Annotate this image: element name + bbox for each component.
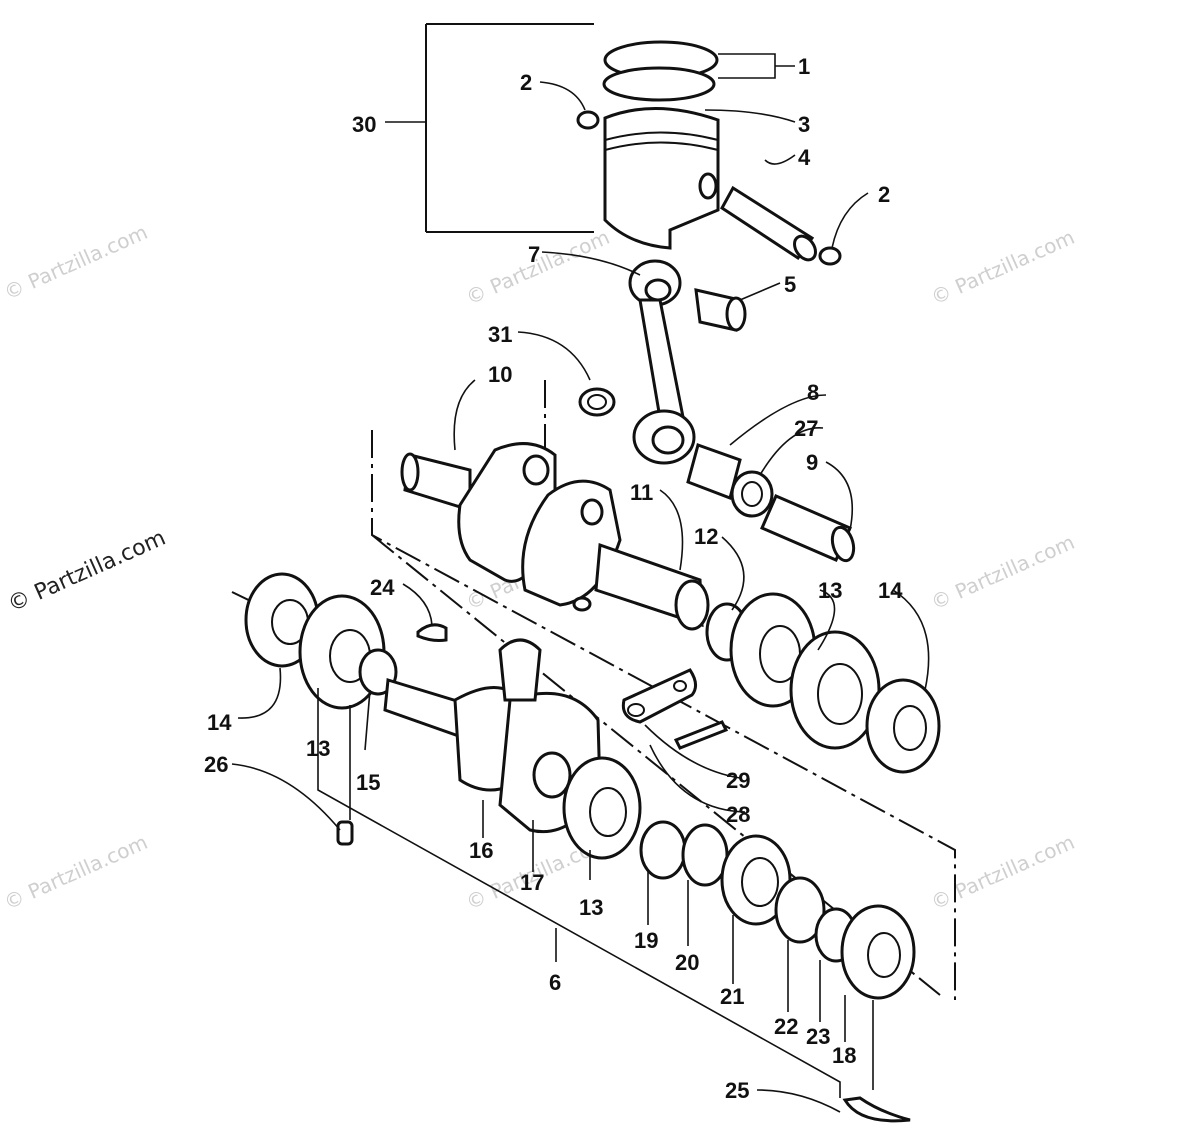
piston-assembly [425, 23, 842, 266]
left-bearing-set [244, 572, 398, 846]
callout-14: 14 [878, 578, 903, 603]
callout-7: 7 [528, 242, 540, 267]
watermark: © Partzilla.com [927, 530, 1078, 615]
callout-22: 22 [774, 1014, 798, 1039]
ball-bearing [562, 756, 642, 860]
callout-2: 2 [520, 70, 532, 95]
callout-30: 30 [352, 112, 376, 137]
screw [673, 720, 729, 750]
callout-24: 24 [370, 575, 395, 600]
circlip [576, 110, 600, 130]
callout-20: 20 [675, 950, 699, 975]
callout-11: 11 [630, 480, 653, 505]
ball-bearing [840, 904, 916, 1000]
spacer-ring [639, 820, 687, 880]
watermark: © Partzilla.com [927, 830, 1078, 915]
piston-pin [720, 185, 815, 261]
callout-23: 23 [806, 1024, 830, 1049]
callout-31: 31 [488, 322, 512, 347]
callout-14: 14 [207, 710, 232, 735]
callout-15: 15 [356, 770, 380, 795]
callouts: 1 2 2 3 4 5 6 7 8 9 10 11 12 13 13 13 14… [204, 54, 903, 1103]
callout-26: 26 [204, 752, 228, 777]
callout-16: 16 [469, 838, 493, 863]
callout-13: 13 [818, 578, 842, 603]
seal-ring [681, 823, 729, 887]
callout-9: 9 [806, 450, 818, 475]
callout-13: 13 [579, 895, 603, 920]
connecting-rod [628, 259, 747, 465]
callout-6: 6 [549, 970, 561, 995]
callout-29: 29 [726, 768, 750, 793]
callout-17: 17 [520, 870, 544, 895]
callout-4: 4 [798, 145, 811, 170]
callout-5: 5 [784, 272, 796, 297]
watermark: © Partzilla.com [0, 830, 151, 915]
thrust-washer [578, 387, 616, 417]
circlip [818, 246, 842, 266]
callout-13: 13 [306, 736, 330, 761]
callout-2: 2 [878, 182, 890, 207]
crankpin-bearing [686, 443, 742, 500]
watermark: © Partzilla.com [462, 225, 613, 310]
callout-8: 8 [807, 380, 819, 405]
pto-side-parts [639, 820, 916, 1123]
crankpin-parts [686, 443, 856, 563]
watermark: © Partzilla.com [0, 220, 151, 305]
crankshaft-lower [383, 638, 642, 860]
half-ring [842, 1096, 911, 1123]
right-bearing-set [705, 592, 941, 774]
seal-ring [774, 876, 826, 944]
crankpin [760, 494, 852, 562]
watermark: © Partzilla.com [4, 526, 169, 618]
callout-10: 10 [488, 362, 512, 387]
oil-plate [621, 668, 729, 750]
bearing-plate [621, 668, 697, 724]
callout-19: 19 [634, 928, 658, 953]
callout-1: 1 [798, 54, 810, 79]
callout-18: 18 [832, 1043, 856, 1068]
callout-12: 12 [694, 524, 718, 549]
leaders [231, 53, 930, 1113]
crankshaft-upper [400, 442, 710, 631]
crankpin-washer [730, 470, 774, 518]
piston-ring [602, 66, 716, 102]
watermark: © Partzilla.com [927, 225, 1078, 310]
dowel-pin [336, 820, 354, 846]
callout-27: 27 [794, 416, 818, 441]
callout-25: 25 [725, 1078, 749, 1103]
callout-21: 21 [720, 984, 744, 1009]
bearing-housing [865, 678, 941, 774]
callout-28: 28 [726, 802, 750, 827]
callout-3: 3 [798, 112, 810, 137]
woodruff-key [416, 623, 448, 642]
